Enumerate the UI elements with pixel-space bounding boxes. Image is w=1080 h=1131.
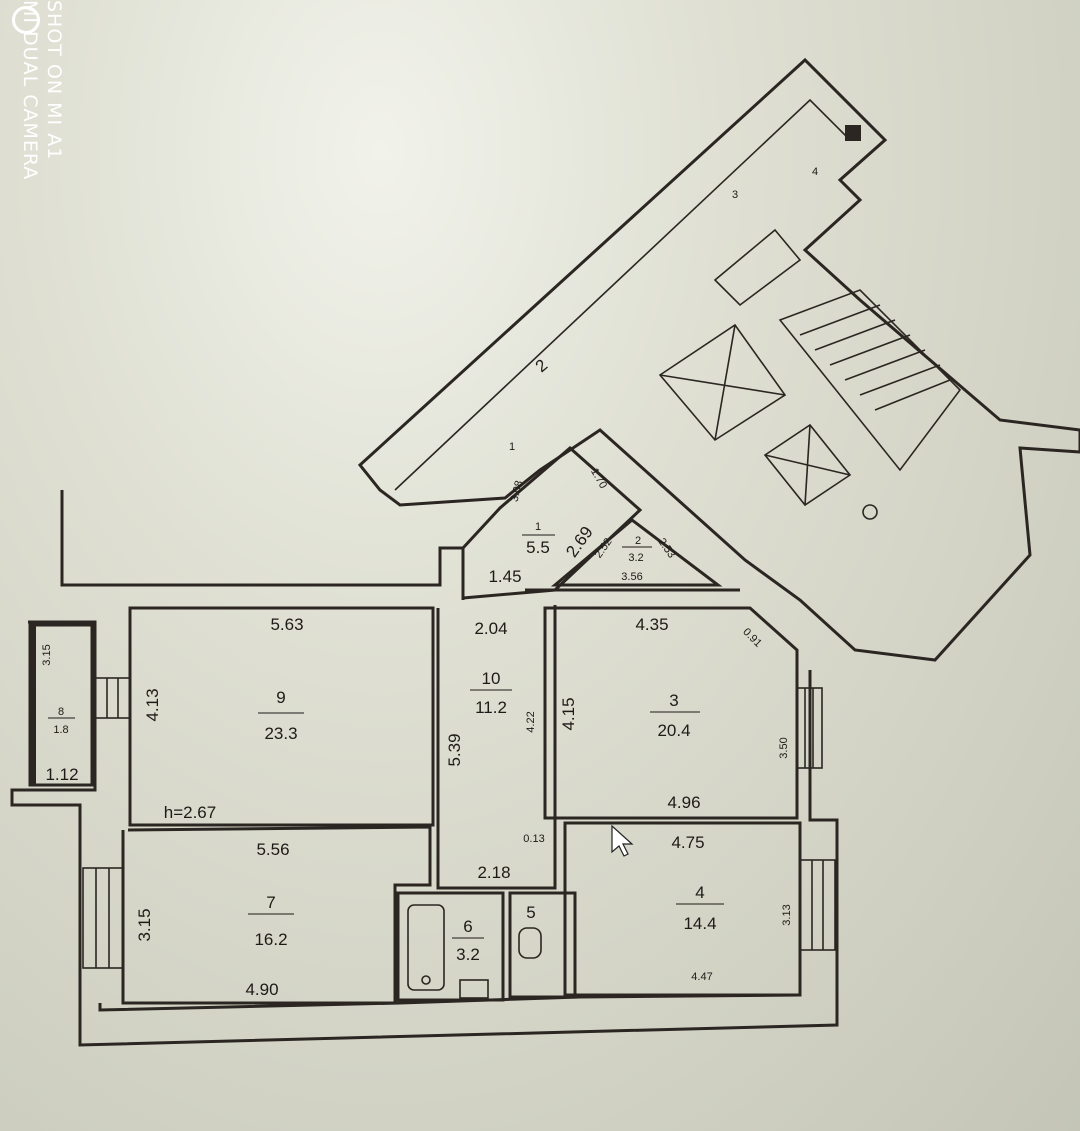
svg-text:1.12: 1.12 (45, 765, 78, 784)
svg-text:1.45: 1.45 (488, 567, 521, 586)
svg-text:5.5: 5.5 (526, 538, 550, 557)
svg-text:4.15: 4.15 (559, 697, 578, 730)
watermark-circle-icon (12, 6, 40, 34)
svg-text:4.75: 4.75 (671, 833, 704, 852)
svg-text:2.04: 2.04 (474, 619, 507, 638)
label-3: 3 (732, 189, 738, 201)
room-8-label: 8 1.8 (48, 706, 75, 736)
svg-text:7: 7 (266, 893, 275, 912)
svg-text:5.56: 5.56 (256, 840, 289, 859)
svg-text:1.8: 1.8 (53, 724, 68, 736)
room-7-outline (121, 825, 432, 1005)
svg-text:0.13: 0.13 (523, 833, 544, 845)
room-6-outline (396, 891, 505, 1002)
svg-text:8: 8 (58, 706, 64, 718)
common-corridor-outline (357, 57, 1080, 662)
room-2-outline (550, 518, 723, 587)
room-7-label: 7 16.2 (248, 893, 294, 949)
svg-text:4.90: 4.90 (245, 980, 278, 999)
svg-text:23.3: 23.3 (264, 724, 297, 743)
room-10-outline (436, 605, 557, 890)
svg-text:4.13: 4.13 (143, 688, 162, 721)
svg-text:3.56: 3.56 (621, 571, 642, 583)
svg-text:3.08: 3.08 (509, 479, 526, 503)
watermark-line-1: SHOT ON MI A1 (43, 0, 65, 161)
svg-text:3.15: 3.15 (135, 908, 154, 941)
svg-text:2.18: 2.18 (477, 863, 510, 882)
svg-text:4.35: 4.35 (635, 615, 668, 634)
room-6-label: 6 3.2 (452, 917, 484, 964)
room-5-label: 5 (526, 903, 535, 922)
svg-text:0.91: 0.91 (740, 626, 764, 650)
svg-text:3.50: 3.50 (778, 737, 790, 758)
drain-icon (421, 975, 431, 985)
svg-text:3.13: 3.13 (781, 904, 793, 925)
svg-text:4.47: 4.47 (691, 971, 712, 983)
room-1-outline (461, 446, 643, 600)
svg-text:10: 10 (482, 669, 501, 688)
windows (82, 677, 836, 969)
svg-text:3.2: 3.2 (628, 552, 643, 564)
svg-text:9: 9 (276, 688, 285, 707)
toilet-icon (518, 927, 542, 959)
svg-text:3.15: 3.15 (41, 644, 53, 665)
svg-text:2.53: 2.53 (655, 536, 677, 560)
sink-icon (459, 979, 489, 999)
room-2-label: 2 3.2 (622, 535, 652, 564)
svg-text:2.52: 2.52 (592, 536, 614, 560)
svg-text:1.70: 1.70 (588, 466, 609, 491)
mouse-cursor-icon (611, 824, 634, 857)
room-5-outline (508, 891, 577, 999)
balcony-railing (30, 625, 36, 785)
svg-text:3.2: 3.2 (456, 945, 480, 964)
label-2: 2 (532, 355, 551, 376)
svg-text:3: 3 (669, 691, 678, 710)
label-1: 1 (509, 441, 515, 453)
svg-text:5.39: 5.39 (445, 733, 464, 766)
svg-text:h=2.67: h=2.67 (164, 803, 216, 822)
room-10-label: 10 11.2 (470, 669, 512, 717)
svg-text:6: 6 (463, 917, 472, 936)
outer-wall-left (10, 620, 839, 1047)
svg-text:16.2: 16.2 (254, 930, 287, 949)
bathtub-icon (407, 904, 445, 991)
label-4: 4 (812, 166, 818, 178)
svg-text:4.22: 4.22 (525, 711, 537, 732)
svg-text:1: 1 (535, 521, 541, 533)
svg-text:14.4: 14.4 (683, 914, 716, 933)
svg-text:5.63: 5.63 (270, 615, 303, 634)
room-9-outline (128, 606, 435, 827)
svg-text:2: 2 (635, 535, 641, 547)
svg-text:11.2: 11.2 (475, 698, 507, 717)
corridor-inner-wall (394, 98, 851, 491)
elevator-shafts (658, 323, 878, 520)
svg-text:20.4: 20.4 (657, 721, 690, 740)
svg-text:4: 4 (695, 883, 704, 902)
staircase (713, 228, 962, 472)
room-1-label: 1 5.5 (522, 521, 555, 557)
room-3-label: 3 20.4 (650, 691, 700, 740)
svg-text:4.96: 4.96 (667, 793, 700, 812)
shaft-block (845, 125, 861, 141)
room-9-label: 9 23.3 (258, 688, 304, 743)
room-8-outline (28, 623, 94, 787)
outer-wall (60, 490, 465, 600)
room-4-label: 4 14.4 (676, 883, 724, 933)
